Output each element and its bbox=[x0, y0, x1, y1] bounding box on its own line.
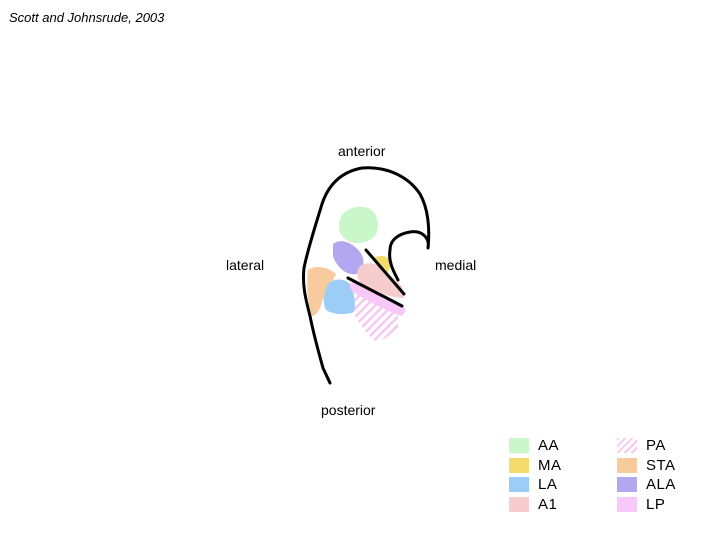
region-la bbox=[323, 279, 355, 315]
citation: Scott and Johnsrude, 2003 bbox=[9, 10, 165, 25]
region-ala bbox=[333, 241, 364, 275]
legend-item-lp: LP bbox=[617, 495, 676, 515]
sulcus-line-upper bbox=[364, 248, 406, 296]
legend-label-ma: MA bbox=[538, 456, 562, 474]
legend-column-2: PA STA ALA LP bbox=[617, 436, 676, 514]
swatch-a1 bbox=[509, 496, 529, 512]
sulcus-line-lower bbox=[346, 276, 404, 308]
legend-item-a1: A1 bbox=[509, 495, 562, 515]
region-sta bbox=[307, 267, 336, 316]
region-lp bbox=[349, 282, 406, 316]
legend-label-lp: LP bbox=[646, 495, 666, 513]
region-a1 bbox=[357, 263, 404, 298]
anterior-label: anterior bbox=[338, 143, 386, 159]
legend-item-sta: STA bbox=[617, 456, 676, 476]
swatch-ala bbox=[617, 477, 637, 493]
swatch-ma bbox=[509, 457, 529, 473]
legend-label-sta: STA bbox=[646, 456, 676, 474]
region-aa bbox=[338, 206, 378, 243]
legend-label-a1: A1 bbox=[538, 495, 558, 513]
legend-label-pa: PA bbox=[646, 437, 666, 455]
legend-label-aa: AA bbox=[538, 437, 560, 455]
legend-label-ala: ALA bbox=[646, 476, 676, 494]
swatch-lp bbox=[617, 496, 637, 512]
lateral-label: lateral bbox=[226, 257, 265, 273]
legend-column-1: AA MA LA A1 bbox=[509, 436, 562, 514]
swatch-la bbox=[509, 477, 529, 493]
swatch-aa bbox=[509, 438, 529, 454]
temporal-lobe-outline bbox=[302, 166, 431, 385]
swatch-pa bbox=[617, 438, 637, 454]
legend-item-ala: ALA bbox=[617, 475, 676, 495]
posterior-label: posterior bbox=[321, 402, 376, 418]
legend-label-la: LA bbox=[538, 476, 558, 494]
medial-label: medial bbox=[435, 257, 477, 273]
legend-item-la: LA bbox=[509, 475, 562, 495]
legend-item-pa: PA bbox=[617, 436, 676, 456]
swatch-sta bbox=[617, 457, 637, 473]
legend-item-ma: MA bbox=[509, 456, 562, 476]
legend-item-aa: AA bbox=[509, 436, 562, 456]
